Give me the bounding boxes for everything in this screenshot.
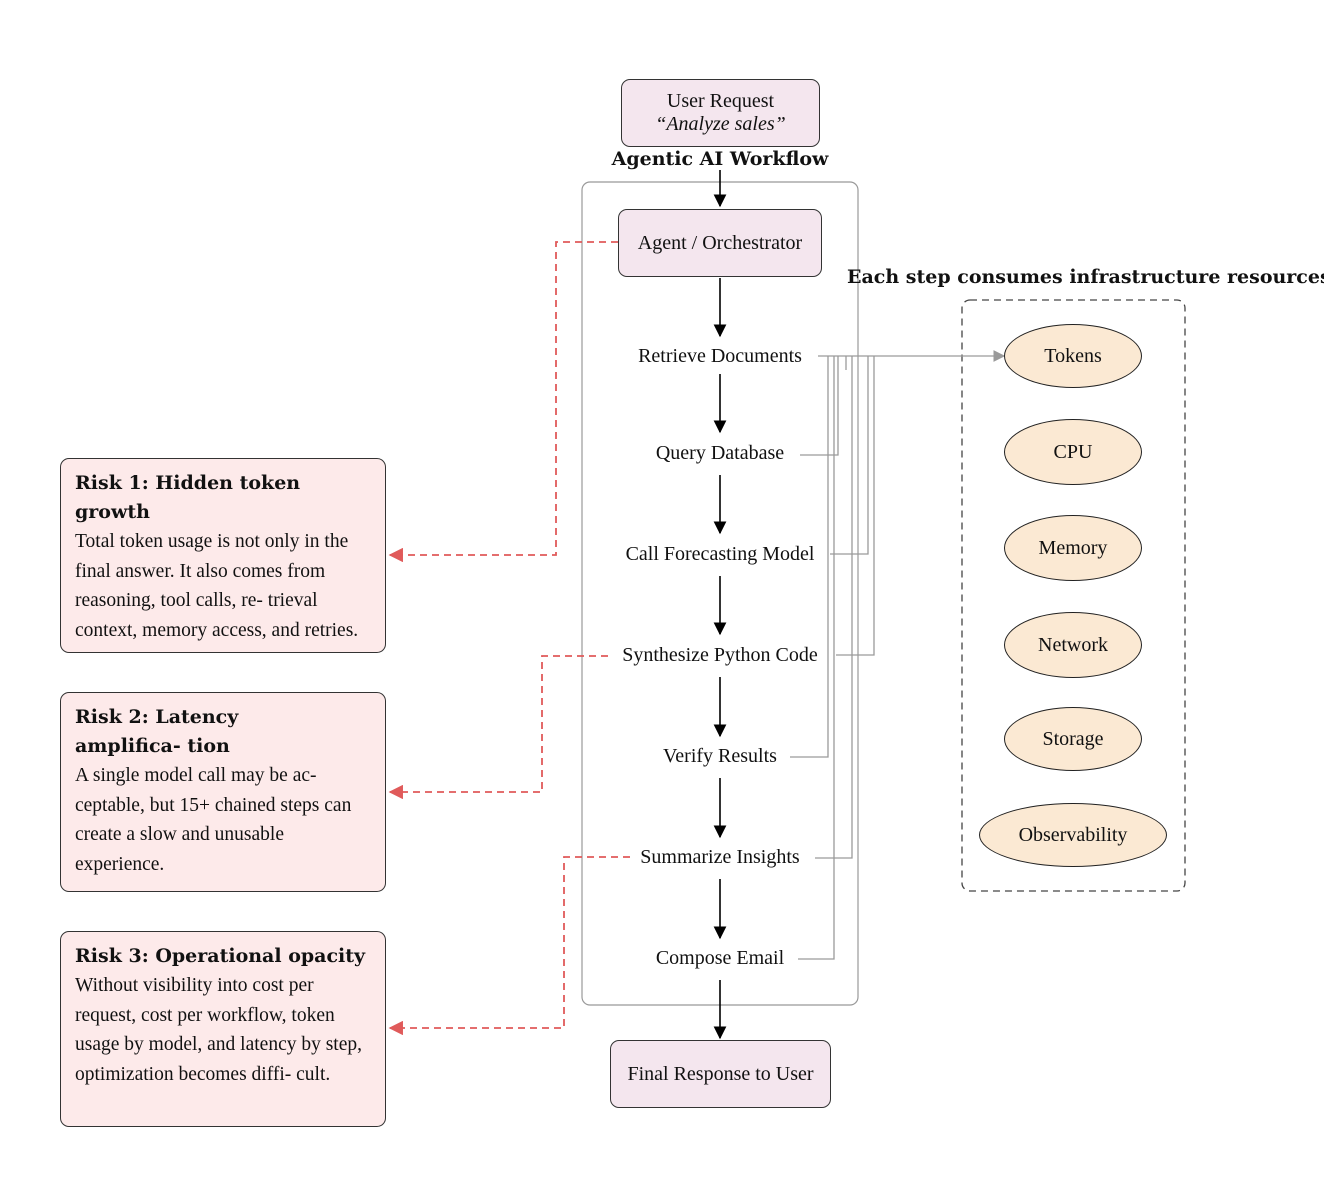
risk-box-1: Risk 1: Hidden token growth Total token …: [60, 458, 386, 653]
risk-box-2: Risk 2: Latency amplifica- tion A single…: [60, 692, 386, 892]
risk-2-title: Risk 2: Latency amplifica- tion: [75, 706, 239, 757]
resource-tokens: Tokens: [1004, 324, 1142, 388]
step-summarize-insights: Summarize Insights: [637, 845, 803, 869]
final-response-node: Final Response to User: [610, 1040, 831, 1108]
user-request-label: User Request: [666, 90, 775, 112]
step-call-forecasting-model: Call Forecasting Model: [622, 542, 818, 566]
resource-network: Network: [1004, 612, 1142, 678]
resource-cpu: CPU: [1004, 419, 1142, 485]
risk-box-3: Risk 3: Operational opacity Without visi…: [60, 931, 386, 1127]
user-request-node: User Request “Analyze sales”: [621, 79, 820, 147]
risk-3-body: Without visibility into cost per request…: [75, 975, 363, 1085]
resources-title: Each step consumes infrastructure resour…: [847, 266, 1324, 288]
risk-2-body: A single model call may be ac- ceptable,…: [75, 765, 352, 875]
step-compose-email: Compose Email: [652, 946, 788, 970]
risk-1-title: Risk 1: Hidden token growth: [75, 472, 301, 523]
workflow-title: Agentic AI Workflow: [609, 148, 831, 170]
step-query-database: Query Database: [652, 441, 788, 465]
step-retrieve-documents: Retrieve Documents: [635, 344, 805, 368]
step-synthesize-python-code: Synthesize Python Code: [619, 643, 821, 667]
orchestrator-node: Agent / Orchestrator: [618, 209, 822, 277]
user-request-quote: “Analyze sales”: [655, 113, 786, 135]
resource-observability: Observability: [979, 803, 1167, 867]
resources-container: [961, 299, 1186, 892]
resource-links: [790, 350, 1006, 960]
step-verify-results: Verify Results: [660, 744, 780, 768]
risk-links: [388, 241, 630, 1036]
risk-3-title: Risk 3: Operational opacity: [75, 945, 366, 967]
resource-storage: Storage: [1004, 707, 1142, 771]
resource-memory: Memory: [1004, 515, 1142, 581]
risk-1-body: Total token usage is not only in the fin…: [75, 531, 359, 641]
